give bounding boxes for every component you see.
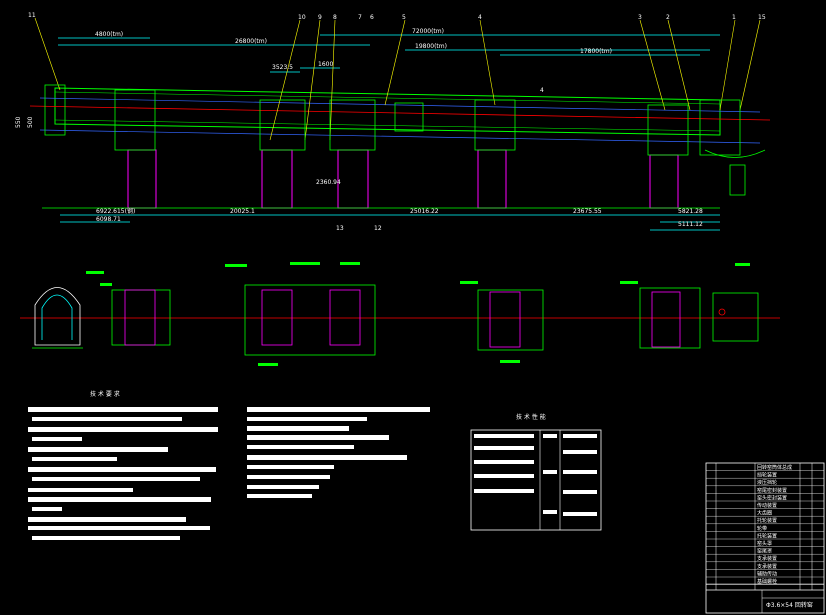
tech-req-title: 技 术 要 求: [90, 390, 120, 398]
drawing-title: Φ3.6×54 回转窑: [766, 601, 813, 609]
balloon-label: 9: [318, 14, 322, 21]
dimension-text: 6922.615(钢): [96, 207, 135, 215]
balloon-label: 8: [333, 14, 337, 21]
balloon-label: 6: [370, 14, 374, 21]
parts-row-name: 挡轮装置: [757, 472, 777, 479]
balloon-label: 13: [336, 225, 344, 232]
balloon-label: 1: [732, 14, 736, 21]
balloon-label: 5: [402, 14, 406, 21]
balloon-label: 12: [374, 225, 382, 232]
dimension-text: 3523.5: [272, 64, 293, 71]
balloon-labels: 11 10 9 8 7 6 5 4 3 2 1 15 13 12: [28, 12, 766, 232]
balloon-label: 2: [666, 14, 670, 21]
parts-row-name: 窑头罩: [757, 540, 772, 547]
parts-list: 回转窑筒体总成挡轮装置液压挡轮窑尾密封装置窑头密封装置传动装置大齿圈托轮装置轮带…: [706, 464, 824, 585]
perf-title: 技 术 性 能: [516, 413, 546, 421]
parts-row-name: 支承装置: [757, 555, 777, 562]
performance-table: 技 术 性 能: [470, 413, 602, 531]
balloon-label: 10: [298, 14, 306, 21]
dimension-text: 2360.94: [316, 179, 341, 186]
dimension-text: 26800(tm): [235, 38, 267, 45]
parts-row-name: 托轮装置: [757, 532, 777, 539]
dimension-text: 5111.12: [678, 221, 703, 228]
dimension-text: 20025.1: [230, 208, 255, 215]
parts-row-name: 传动装置: [757, 502, 777, 509]
dimension-text: 19800(tm): [415, 43, 447, 50]
dimension-text: 4: [540, 87, 544, 94]
parts-row-name: 窑尾罩: [757, 548, 772, 555]
dimension-text: 4800(tm): [95, 31, 123, 38]
dimension-text: 23675.55: [573, 208, 602, 215]
balloon-label: 11: [28, 12, 36, 19]
technical-requirements: 技 术 要 求: [28, 390, 430, 540]
dimension-text: 72000(tm): [412, 28, 444, 35]
dimension-text: 25016.22: [410, 208, 439, 215]
parts-row-name: 窑头密封装置: [757, 494, 787, 501]
balloon-label: 3: [638, 14, 642, 21]
dimension-text: 550: [15, 116, 22, 128]
parts-row-name: 液压挡轮: [757, 479, 777, 486]
dimension-text: 6098.71: [96, 216, 121, 223]
parts-row-name: 大齿圈: [757, 510, 772, 517]
dimension-texts: 4800(tm) 26800(tm) 72000(tm) 19800(tm) 1…: [15, 28, 703, 228]
title-block: 回转窑筒体总成挡轮装置液压挡轮窑尾密封装置窑头密封装置传动装置大齿圈托轮装置轮带…: [705, 462, 825, 614]
dimension-text: 500: [27, 116, 34, 128]
parts-row-name: 回转窑筒体总成: [757, 464, 792, 471]
parts-row-name: 托轮装置: [757, 517, 777, 524]
parts-row-name: 基础螺栓: [757, 578, 777, 585]
section-views: [20, 284, 780, 356]
balloon-label: 4: [478, 14, 482, 21]
dimension-text: 1600: [318, 61, 333, 68]
balloon-label: 15: [758, 14, 766, 21]
dimension-text: 5821.28: [678, 208, 703, 215]
section-labels: [86, 262, 750, 366]
elevation-view: [29, 17, 771, 231]
parts-row-name: 轮带: [757, 525, 767, 532]
balloon-label: 7: [358, 14, 362, 21]
dimension-text: 17800(tm): [580, 48, 612, 55]
parts-row-name: 支承装置: [757, 563, 777, 570]
parts-row-name: 窑尾密封装置: [757, 487, 787, 494]
parts-row-name: 辅助传动: [757, 570, 777, 577]
